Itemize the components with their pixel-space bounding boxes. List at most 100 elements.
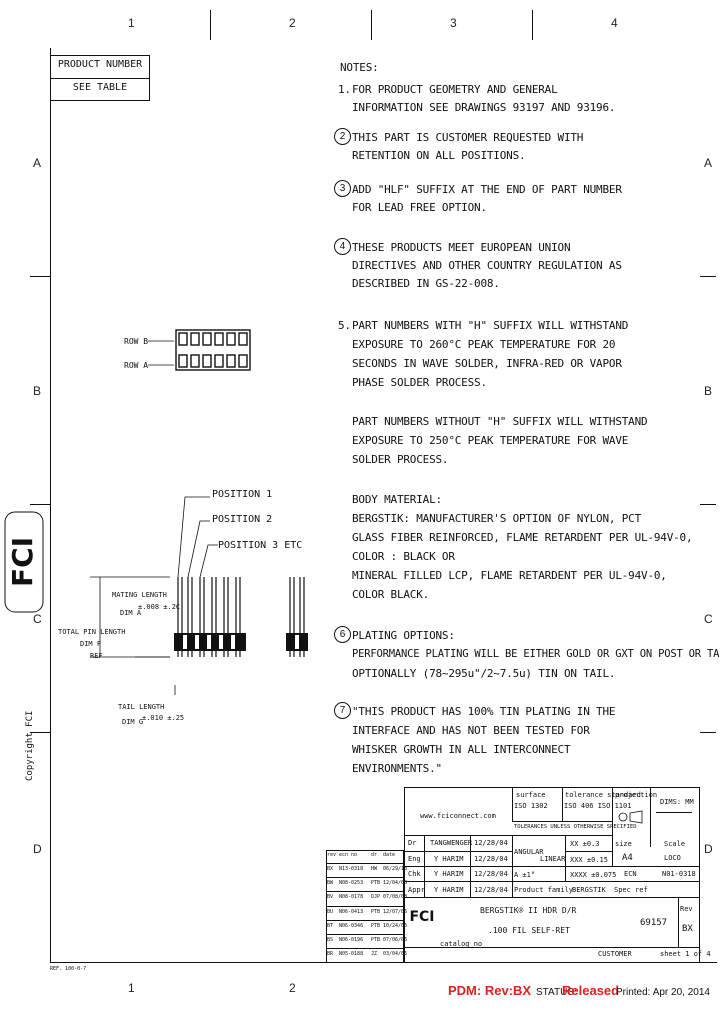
angular-label: ANGULAR bbox=[514, 848, 544, 856]
body-material-line-6: COLOR BLACK. bbox=[352, 588, 430, 601]
body-material-line-1: BODY MATERIAL: bbox=[352, 493, 442, 506]
revision-cell: dr bbox=[371, 852, 378, 858]
surface-value: ISO 1302 bbox=[514, 802, 548, 810]
note-4-circle: 4 bbox=[334, 238, 351, 255]
rev-value: BX bbox=[682, 924, 693, 934]
chk-label: Chk bbox=[408, 870, 421, 878]
note-3-line-1: ADD "HLF" SUFFIX AT THE END OF PART NUMB… bbox=[352, 183, 622, 196]
fci-title-logo-icon: FCI bbox=[409, 909, 434, 925]
dr-name: TANGWENGER bbox=[430, 839, 473, 847]
revision-cell: PTB bbox=[371, 922, 381, 929]
mating-length-label: MATING LENGTH bbox=[112, 591, 167, 599]
revision-cell: BX bbox=[327, 866, 334, 873]
note-5-num: 5. bbox=[338, 319, 351, 332]
revision-cell: BW bbox=[327, 880, 334, 887]
note-5-line-2: EXPOSURE TO 260°C PEAK TEMPERATURE FOR 2… bbox=[352, 338, 616, 351]
revision-cell: N08-0178 bbox=[339, 894, 364, 901]
revision-cell: BU bbox=[327, 908, 334, 915]
drawing-code: REF. 100-0-7 bbox=[50, 966, 87, 972]
note-3-circle: 3 bbox=[334, 180, 351, 197]
appr-label: Appr bbox=[408, 886, 425, 894]
zone-tick bbox=[30, 504, 50, 505]
zone-tick bbox=[700, 732, 716, 733]
col-label-1: 1 bbox=[128, 16, 135, 30]
revision-table bbox=[326, 850, 404, 963]
status-value: Released bbox=[562, 983, 620, 998]
tail-dim-label: DIM G bbox=[122, 718, 144, 726]
revision-cell: JZ bbox=[371, 950, 378, 957]
revision-cell: BV bbox=[327, 894, 334, 901]
tol-xxxx: XXXX ±0.075 bbox=[570, 871, 617, 879]
total-pin-label: TOTAL PIN LENGTH bbox=[58, 628, 126, 636]
tolerance-heading: TOLERANCES UNLESS OTHERWISE SPECIFIED bbox=[514, 824, 637, 830]
row-label-d: D bbox=[33, 842, 42, 856]
revision-cell: 10/24/06 bbox=[383, 922, 408, 929]
tolerance-value: ISO 406 ISO 1101 bbox=[564, 802, 632, 810]
revision-cell: PTB bbox=[371, 908, 381, 915]
connector-side-view bbox=[90, 496, 308, 695]
note-6-line-2: PERFORMANCE PLATING WILL BE EITHER GOLD … bbox=[352, 648, 720, 660]
drawing-title-line-1: BERGSTIK® II HDR D/R bbox=[480, 906, 577, 915]
chk-date: 12/28/04 bbox=[474, 870, 508, 878]
scale-value: LOCO bbox=[664, 854, 681, 862]
size-value: A4 bbox=[622, 853, 633, 863]
mating-dim-label: DIM A bbox=[120, 609, 142, 617]
note-5-line-6: PART NUMBERS WITHOUT "H" SUFFIX WILL WIT… bbox=[352, 415, 648, 428]
revision-cell: 12/07/06 bbox=[383, 908, 408, 915]
eng-date: 12/28/04 bbox=[474, 855, 508, 863]
revision-cell: PTB bbox=[371, 880, 381, 887]
row-a-label: ROW A bbox=[124, 361, 149, 370]
revision-cell: PTB bbox=[371, 936, 381, 943]
zone-tick bbox=[30, 276, 50, 277]
surface-label: surface bbox=[516, 791, 546, 799]
note-7-line-2: INTERFACE AND HAS NOT BEEN TESTED FOR bbox=[352, 724, 590, 737]
product-number-value: SEE TABLE bbox=[72, 82, 128, 93]
dr-date: 12/28/04 bbox=[474, 839, 508, 847]
row-label-c-right: C bbox=[704, 612, 713, 626]
chk-name: Y HARIM bbox=[434, 870, 464, 878]
row-label-c: C bbox=[33, 612, 42, 626]
revision-cell: N13-0318 bbox=[339, 866, 364, 873]
connector-top-view bbox=[148, 329, 251, 371]
tail-tol-label: ±.010 ±.25 bbox=[142, 714, 185, 722]
rev-label: Rev bbox=[680, 905, 693, 913]
note-3-line-2: FOR LEAD FREE OPTION. bbox=[352, 201, 487, 214]
note-6-line-3: OPTIONALLY (78~295u"/2~7.5u) TIN ON TAIL… bbox=[352, 667, 616, 680]
row-label-b-right: B bbox=[704, 384, 713, 398]
total-dim-label: DIM F bbox=[80, 640, 102, 648]
total-ref-label: REF bbox=[90, 652, 103, 660]
note-2-line-1: THIS PART IS CUSTOMER REQUESTED WITH bbox=[352, 131, 584, 144]
zone-tick bbox=[700, 504, 716, 505]
title-block bbox=[404, 787, 700, 963]
note-7-circle: 7 bbox=[334, 702, 351, 719]
revision-cell: 06/29/13 bbox=[383, 866, 408, 873]
position-2-label: POSITION 2 bbox=[212, 514, 273, 525]
revision-cell: BR bbox=[327, 950, 334, 957]
website: www.fciconnect.com bbox=[420, 812, 496, 820]
col-label-1-bottom: 1 bbox=[128, 981, 135, 995]
revision-cell: 03/04/05 bbox=[383, 950, 408, 957]
revision-cell: 07/06/06 bbox=[383, 936, 408, 943]
tol-xxx: XXX ±0.15 bbox=[570, 856, 608, 864]
note-2-circle: 2 bbox=[334, 128, 351, 145]
note-7-line-3: WHISKER GROWTH IN ALL INTERCONNECT bbox=[352, 743, 571, 756]
note-5-line-8: SOLDER PROCESS. bbox=[352, 453, 449, 466]
product-number-title: PRODUCT NUMBER bbox=[57, 59, 143, 70]
catalog-label: catalog no bbox=[440, 940, 483, 948]
revision-cell: date bbox=[383, 852, 396, 858]
revision-cell: ecn no bbox=[339, 852, 358, 858]
row-b-label: ROW B bbox=[124, 337, 149, 346]
note-6-circle: 6 bbox=[334, 626, 351, 643]
revision-cell: DJP bbox=[371, 894, 381, 901]
note-5-line-1: PART NUMBERS WITH "H" SUFFIX WILL WITHST… bbox=[352, 319, 629, 332]
projection-label: projection bbox=[615, 791, 658, 799]
size-label: size bbox=[615, 840, 632, 848]
spec-ref-label: Spec ref bbox=[614, 886, 648, 894]
zone-tick bbox=[532, 10, 533, 40]
revision-cell: N06-0346 bbox=[339, 922, 364, 929]
copyright-text: Copyright FCI bbox=[25, 710, 35, 781]
eng-label: Eng bbox=[408, 855, 421, 863]
